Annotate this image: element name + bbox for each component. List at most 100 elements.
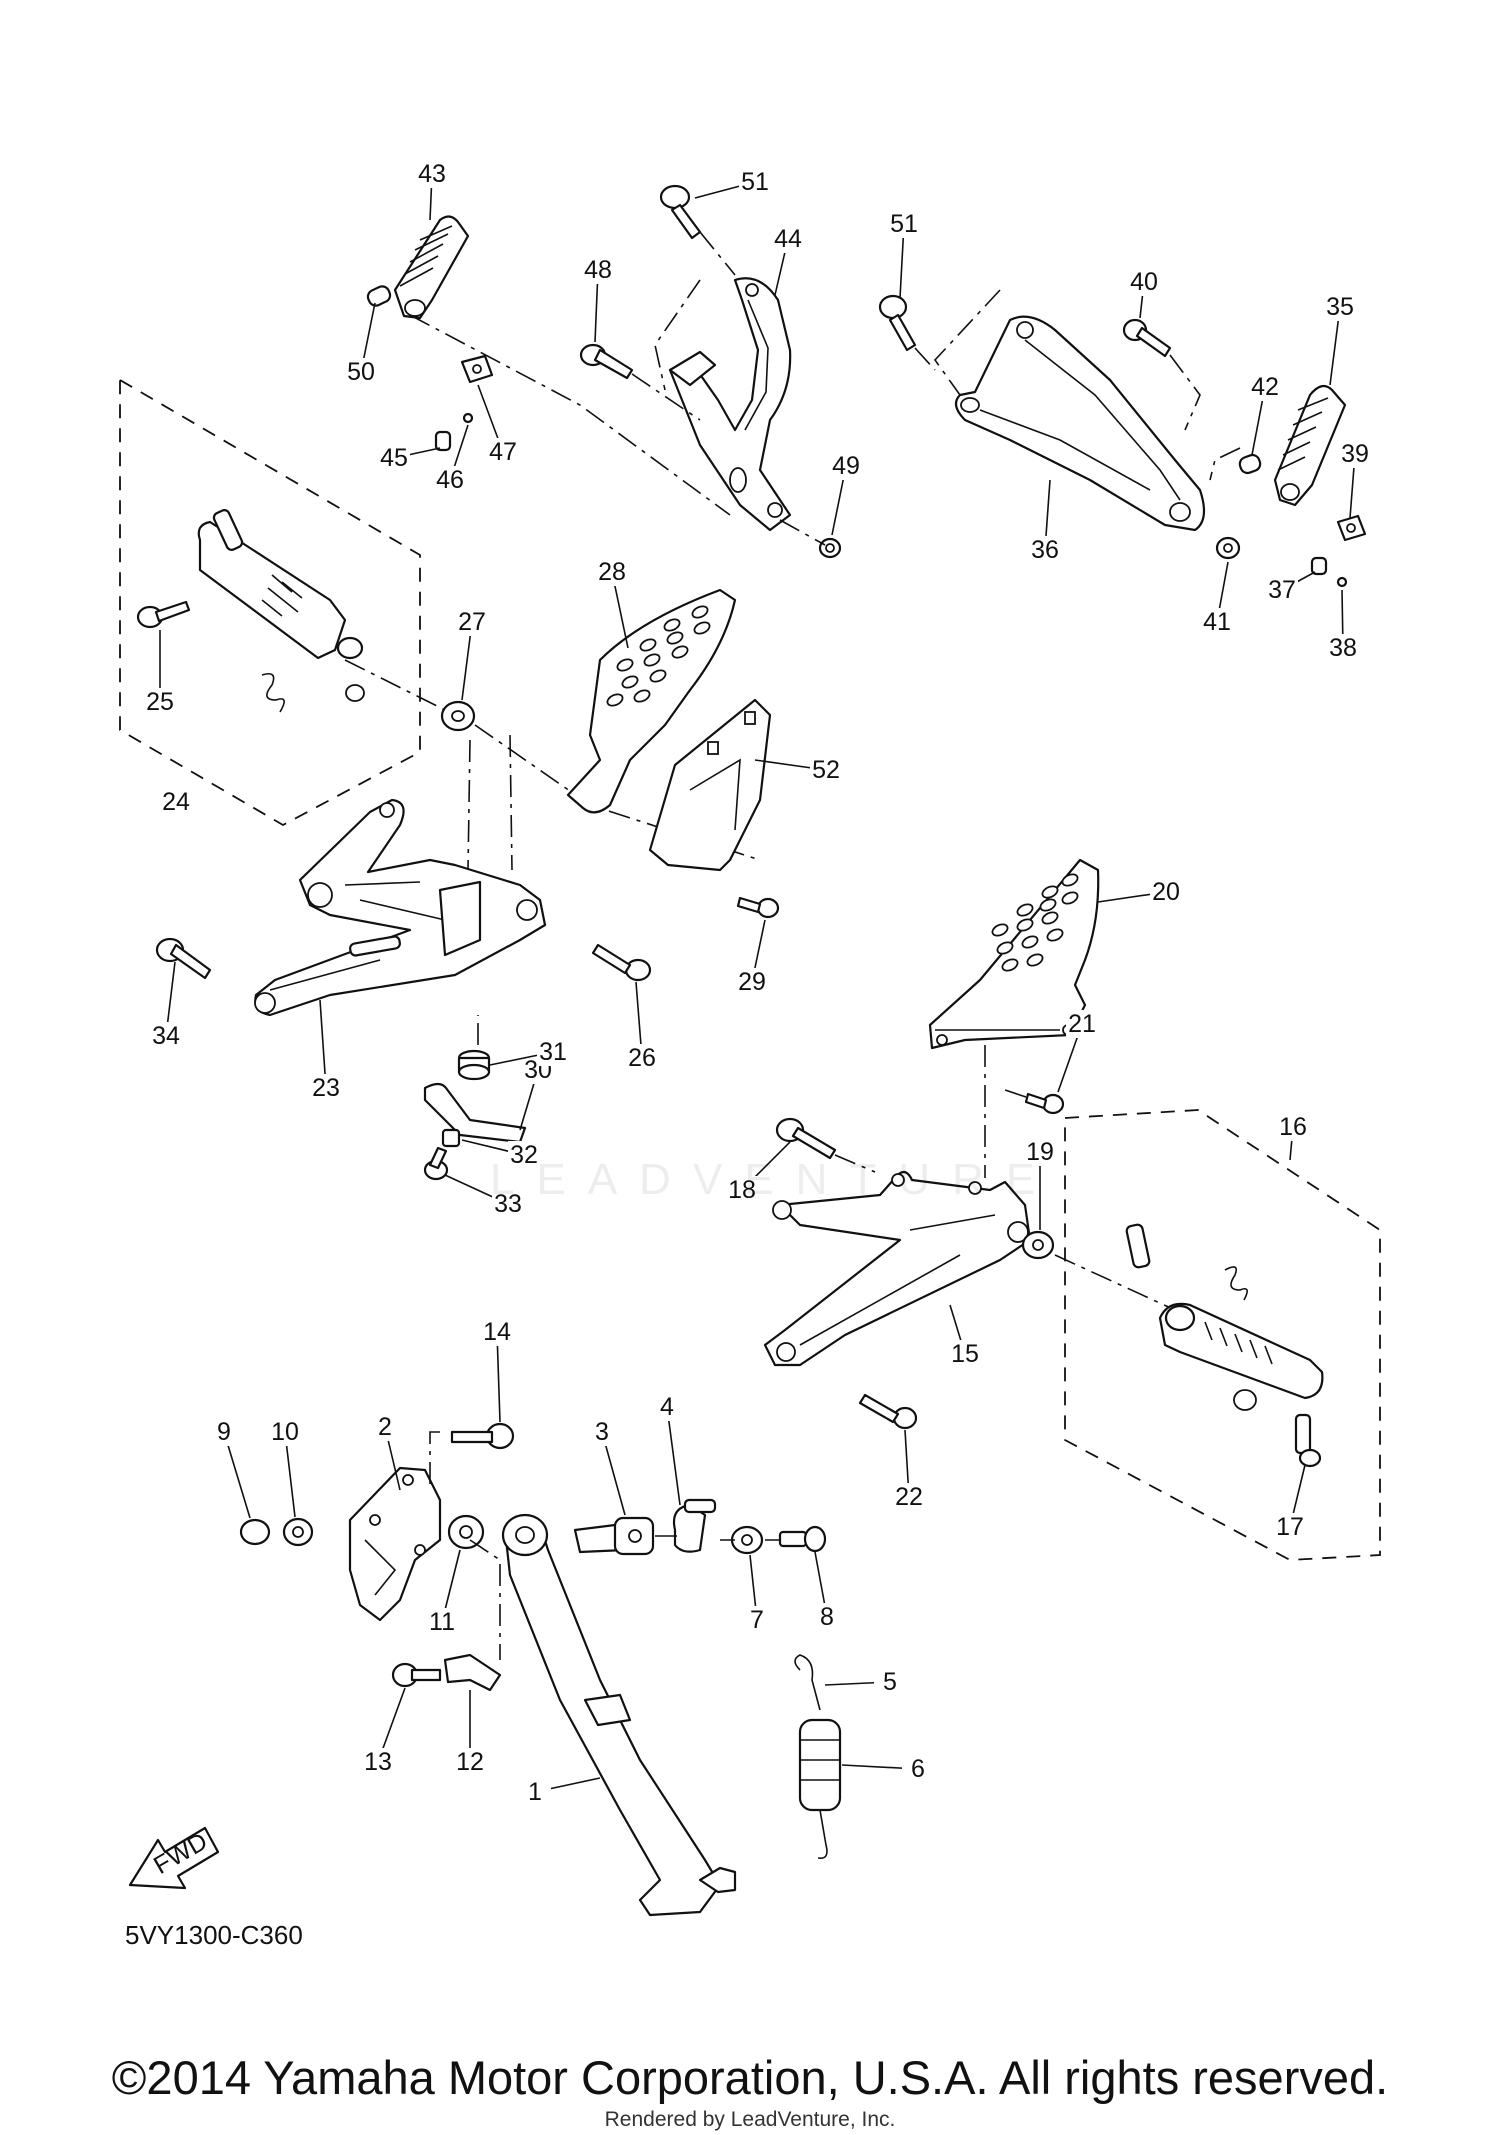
- part-51-bolt-left[interactable]: [659, 184, 702, 240]
- part-35-rear-footpeg[interactable]: [1273, 384, 1347, 507]
- part-8-bolt[interactable]: [778, 1525, 827, 1553]
- callout-45[interactable]: 45: [380, 444, 408, 472]
- callout-11[interactable]: 11: [429, 1608, 455, 1636]
- part-6-sidestand-spring[interactable]: [798, 1718, 842, 1860]
- part-5-spring-hook[interactable]: [794, 1654, 821, 1711]
- part-16-washer[interactable]: [1233, 1389, 1257, 1411]
- part-52-bracket-plate[interactable]: [648, 698, 772, 872]
- part-24-spring[interactable]: [261, 672, 285, 713]
- callout-29[interactable]: 29: [738, 968, 766, 996]
- callout-47[interactable]: 47: [489, 438, 517, 466]
- callout-1[interactable]: 1: [528, 1778, 542, 1806]
- callout-20[interactable]: 20: [1152, 878, 1180, 906]
- part-13-bolt[interactable]: [391, 1662, 442, 1688]
- callout-15[interactable]: 15: [951, 1340, 979, 1368]
- callout-4[interactable]: 4: [660, 1393, 674, 1421]
- part-43-rear-footpeg[interactable]: [393, 215, 470, 320]
- part-38-ball[interactable]: [1336, 576, 1348, 588]
- part-21-bolt[interactable]: [1024, 1092, 1065, 1115]
- callout-24[interactable]: 24: [162, 788, 190, 816]
- callout-38[interactable]: 38: [1329, 634, 1357, 662]
- part-11-washer[interactable]: [447, 1514, 485, 1550]
- callout-32[interactable]: 32: [510, 1141, 538, 1169]
- part-4-switch-plate[interactable]: [672, 1498, 717, 1553]
- part-26-bolt[interactable]: [591, 943, 652, 982]
- part-31-damper[interactable]: [457, 1049, 491, 1081]
- part-27-washer[interactable]: [440, 700, 476, 732]
- callout-42[interactable]: 42: [1251, 373, 1279, 401]
- part-10-washer[interactable]: [282, 1517, 314, 1547]
- part-17-pin[interactable]: [1294, 1413, 1322, 1468]
- callout-17[interactable]: 17: [1276, 1513, 1304, 1541]
- part-45-spring[interactable]: [434, 430, 452, 452]
- callout-39[interactable]: 39: [1341, 440, 1369, 468]
- part-25-bolt[interactable]: [136, 600, 191, 629]
- part-1-sidestand[interactable]: [501, 1513, 737, 1917]
- part-20-heel-guard[interactable]: [928, 858, 1100, 1050]
- part-23-front-footrest-bracket[interactable]: [254, 798, 547, 1017]
- part-40-bolt[interactable]: [1122, 318, 1172, 358]
- callout-12[interactable]: 12: [456, 1748, 484, 1776]
- callout-51[interactable]: 51: [890, 210, 918, 238]
- part-3-pivot-bolt[interactable]: [573, 1516, 655, 1556]
- callout-28[interactable]: 28: [598, 558, 626, 586]
- callout-33[interactable]: 33: [494, 1190, 522, 1218]
- callout-31[interactable]: 31: [539, 1038, 567, 1066]
- callout-44[interactable]: 44: [774, 225, 802, 253]
- part-15-front-footrest-bracket[interactable]: [763, 1170, 1032, 1367]
- part-47-plate[interactable]: [460, 354, 494, 384]
- callout-21[interactable]: 21: [1068, 1010, 1096, 1038]
- part-32-collar[interactable]: [441, 1128, 461, 1148]
- callout-46[interactable]: 46: [436, 466, 464, 494]
- part-16-front-footpeg[interactable]: [1125, 1223, 1324, 1400]
- callout-14[interactable]: 14: [483, 1318, 511, 1346]
- part-29-bolt[interactable]: [736, 896, 780, 919]
- callout-13[interactable]: 13: [364, 1748, 392, 1776]
- callout-8[interactable]: 8: [820, 1603, 834, 1631]
- part-2-stand-bracket[interactable]: [348, 1466, 442, 1622]
- callout-19[interactable]: 19: [1026, 1138, 1054, 1166]
- callout-51[interactable]: 51: [741, 168, 769, 196]
- callout-48[interactable]: 48: [584, 256, 612, 284]
- callout-25[interactable]: 25: [146, 688, 174, 716]
- callout-37[interactable]: 37: [1268, 576, 1296, 604]
- part-22-bolt[interactable]: [858, 1393, 918, 1430]
- part-51-bolt-right[interactable]: [878, 294, 917, 352]
- callout-16[interactable]: 16: [1279, 1113, 1307, 1141]
- part-44-rear-footrest-bracket[interactable]: [668, 277, 792, 532]
- callout-49[interactable]: 49: [832, 452, 860, 480]
- part-14-bolt[interactable]: [450, 1422, 515, 1450]
- callout-27[interactable]: 27: [458, 608, 486, 636]
- callout-26[interactable]: 26: [628, 1044, 656, 1072]
- callout-50[interactable]: 50: [347, 358, 375, 386]
- callout-7[interactable]: 7: [750, 1606, 764, 1634]
- part-24-washer[interactable]: [345, 684, 365, 702]
- callout-9[interactable]: 9: [217, 1418, 231, 1446]
- callout-10[interactable]: 10: [271, 1418, 299, 1446]
- callout-2[interactable]: 2: [378, 1413, 392, 1441]
- callout-52[interactable]: 52: [812, 756, 840, 784]
- part-30-bracket[interactable]: [423, 1082, 527, 1144]
- callout-18[interactable]: 18: [728, 1176, 756, 1204]
- part-39-plate[interactable]: [1336, 514, 1367, 542]
- part-9-nut[interactable]: [239, 1518, 271, 1546]
- part-28-heel-guard[interactable]: [566, 588, 737, 814]
- part-50-pin[interactable]: [366, 284, 393, 308]
- part-12-plate[interactable]: [443, 1653, 502, 1692]
- callout-34[interactable]: 34: [152, 1022, 180, 1050]
- callout-43[interactable]: 43: [418, 160, 446, 188]
- part-46-ball[interactable]: [462, 412, 474, 424]
- part-36-rear-footrest-bracket[interactable]: [954, 315, 1206, 532]
- part-16-spring[interactable]: [1224, 1266, 1248, 1301]
- part-37-spring[interactable]: [1310, 556, 1328, 576]
- callout-6[interactable]: 6: [911, 1755, 925, 1783]
- part-33-bolt[interactable]: [423, 1146, 449, 1181]
- part-42-pin[interactable]: [1238, 453, 1262, 475]
- part-18-bolt[interactable]: [775, 1117, 837, 1160]
- callout-36[interactable]: 36: [1031, 536, 1059, 564]
- part-41-nut[interactable]: [1215, 536, 1241, 560]
- part-19-washer[interactable]: [1021, 1230, 1055, 1260]
- part-7-nut[interactable]: [730, 1525, 764, 1555]
- part-48-bolt[interactable]: [579, 343, 634, 380]
- part-24-front-footpeg[interactable]: [197, 508, 364, 660]
